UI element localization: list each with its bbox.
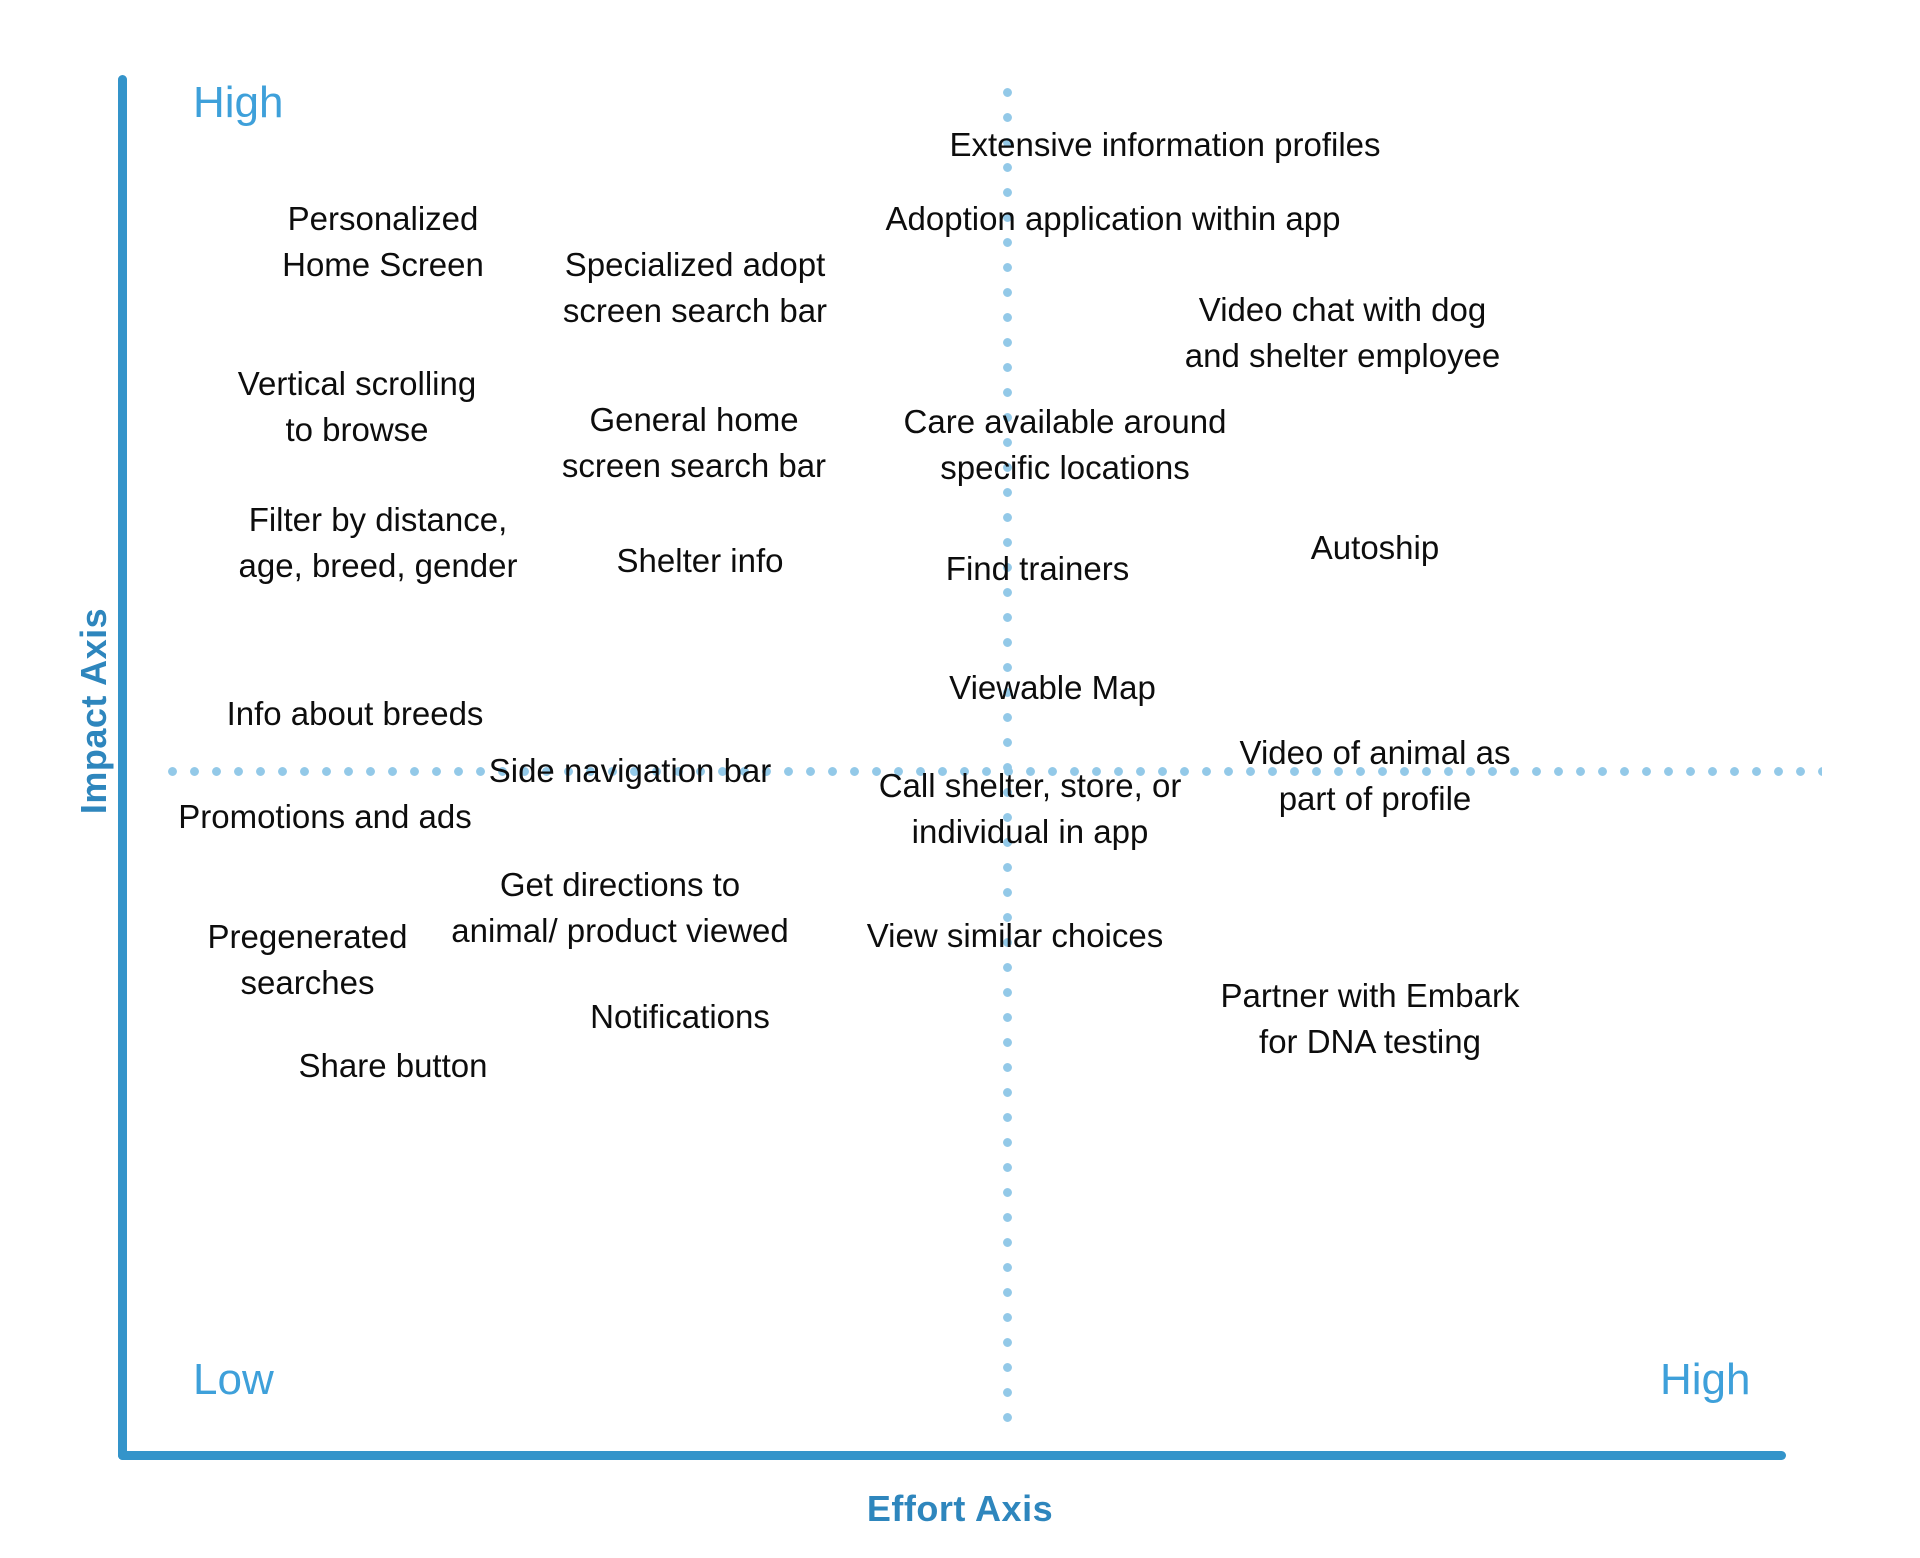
matrix-item-specialized-adopt-search-bar[interactable]: Specialized adopt screen search bar	[562, 246, 828, 329]
matrix-item-notifications[interactable]: Notifications	[590, 998, 770, 1035]
matrix-item-pregenerated-searches[interactable]: Pregenerated searches	[207, 918, 408, 1001]
effort-low-label: Low	[193, 1355, 274, 1404]
matrix-item-filter-by-distance[interactable]: Filter by distance, age, breed, gender	[238, 501, 518, 584]
matrix-item-call-shelter-store[interactable]: Call shelter, store, or individual in ap…	[878, 767, 1182, 850]
matrix-item-get-directions[interactable]: Get directions to animal/ product viewed	[451, 866, 789, 949]
effort-axis-title: Effort Axis	[866, 1488, 1054, 1529]
matrix-item-video-of-animal[interactable]: Video of animal as part of profile	[1239, 734, 1511, 817]
horizontal-quadrant-divider	[168, 767, 1822, 776]
matrix-item-partner-with-embark[interactable]: Partner with Embark for DNA testing	[1220, 977, 1520, 1060]
matrix-item-info-about-breeds[interactable]: Info about breeds	[226, 695, 484, 732]
effort-high-label: High	[1660, 1355, 1751, 1404]
matrix-item-vertical-scrolling[interactable]: Vertical scrolling to browse	[237, 365, 477, 448]
matrix-item-extensive-information-profiles[interactable]: Extensive information profiles	[949, 126, 1381, 163]
matrix-item-adoption-application[interactable]: Adoption application within app	[885, 200, 1341, 237]
matrix-item-general-home-search-bar[interactable]: General home screen search bar	[561, 401, 827, 484]
vertical-quadrant-divider	[1003, 88, 1012, 1422]
matrix-item-view-similar-choices[interactable]: View similar choices	[866, 917, 1164, 954]
matrix-item-promotions-and-ads[interactable]: Promotions and ads	[178, 798, 472, 835]
matrix-item-share-button[interactable]: Share button	[298, 1047, 488, 1084]
matrix-item-viewable-map[interactable]: Viewable Map	[949, 669, 1156, 706]
matrix-item-care-available-locations[interactable]: Care available around specific locations	[903, 403, 1227, 486]
matrix-item-side-navigation-bar[interactable]: Side navigation bar	[488, 752, 772, 789]
effort-axis-line	[118, 1451, 1786, 1460]
matrix-item-shelter-info[interactable]: Shelter info	[616, 542, 784, 579]
impact-axis-line	[118, 75, 127, 1460]
matrix-item-personalized-home-screen[interactable]: Personalized Home Screen	[282, 200, 484, 283]
matrix-item-autoship[interactable]: Autoship	[1310, 529, 1440, 566]
impact-high-label: High	[193, 78, 284, 127]
matrix-item-video-chat[interactable]: Video chat with dog and shelter employee	[1184, 291, 1501, 374]
matrix-item-find-trainers[interactable]: Find trainers	[945, 550, 1130, 587]
impact-axis-title: Impact Axis	[73, 607, 114, 815]
